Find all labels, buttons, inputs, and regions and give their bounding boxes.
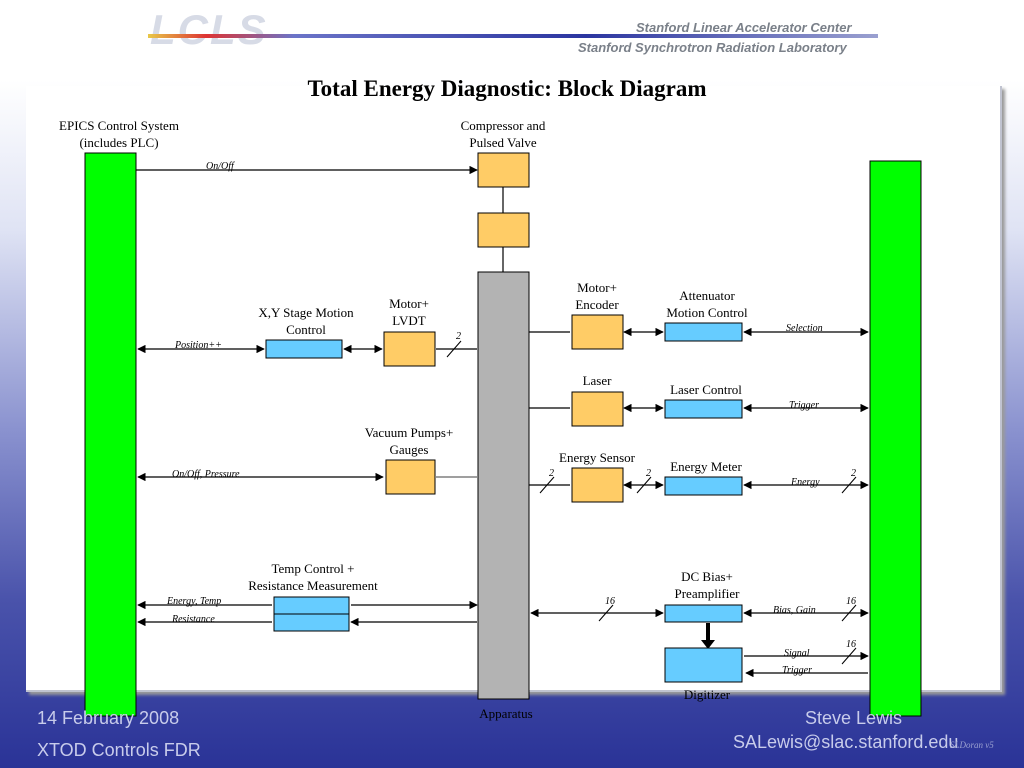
signal-signal: Signal xyxy=(784,648,810,659)
signal-position: Position++ xyxy=(174,340,222,351)
bus-slashes xyxy=(446,340,857,665)
apparatus-column xyxy=(477,271,530,700)
dc-bias-label-1: DC Bias+ xyxy=(681,569,733,584)
compressor-label-2: Pulsed Valve xyxy=(469,135,537,150)
dc-bias-label-2: Preamplifier xyxy=(675,586,741,601)
footer-date: 14 February 2008 xyxy=(37,708,180,728)
laser-control-label: Laser Control xyxy=(670,382,742,397)
bus-count-energy: 2 xyxy=(851,468,856,479)
laser-label: Laser xyxy=(583,373,613,388)
signal-bias-gain: Bias, Gain xyxy=(773,605,816,616)
page-title: Total Energy Diagnostic: Block Diagram xyxy=(307,76,707,101)
vacuum-label-2: Gauges xyxy=(390,442,429,457)
signal-selection: Selection xyxy=(786,323,823,334)
hardware-boxes xyxy=(383,152,624,503)
signal-on-off: On/Off xyxy=(206,161,235,172)
pulsed-valve-box xyxy=(477,212,530,248)
motor-encoder-label-2: Encoder xyxy=(575,297,619,312)
motor-lvdt-label-1: Motor+ xyxy=(389,296,429,311)
xy-stage-label-2: Control xyxy=(286,322,326,337)
xy-stage-label-1: X,Y Stage Motion xyxy=(258,305,354,320)
energy-meter-box xyxy=(664,476,743,496)
logo-swoosh xyxy=(148,34,878,38)
energy-sensor-label: Energy Sensor xyxy=(559,450,636,465)
preamp-digitizer-arrowhead xyxy=(701,640,715,649)
laser-box xyxy=(571,391,624,427)
signal-trigger2: Trigger xyxy=(782,665,812,676)
digitizer-label: Digitizer xyxy=(684,687,731,702)
footer-email: SALewis@slac.stanford.edu xyxy=(733,732,959,752)
temp-control-label-2: Resistance Measurement xyxy=(248,578,378,593)
header-bar: LCLS Stanford Linear Accelerator Center … xyxy=(0,0,1024,78)
bus-count-sensor: 2 xyxy=(549,468,554,479)
motor-encoder-label-1: Motor+ xyxy=(577,280,617,295)
vacuum-box xyxy=(385,459,436,495)
xy-stage-box xyxy=(265,339,343,359)
signal-resistance: Resistance xyxy=(171,614,215,625)
temp-control-box-2 xyxy=(273,613,350,632)
signal-on-off-pressure: On/Off, Pressure xyxy=(172,469,240,480)
signal-energy: Energy xyxy=(790,477,820,488)
institution-ssrl: Stanford Synchrotron Radiation Laborator… xyxy=(578,40,847,55)
digitizer-box xyxy=(664,647,743,683)
motor-lvdt-label-2: LVDT xyxy=(392,313,426,328)
signal-trigger: Trigger xyxy=(789,400,819,411)
controller-boxes xyxy=(265,322,743,683)
epics-control-bar xyxy=(84,152,137,717)
compressor-label-1: Compressor and xyxy=(461,118,546,133)
attenuator-box xyxy=(664,322,743,342)
footer-doc-ref: SLDoran v5 xyxy=(950,740,994,750)
instrument-control-bar xyxy=(869,160,922,717)
vacuum-label-1: Vacuum Pumps+ xyxy=(365,425,454,440)
energy-sensor-box xyxy=(571,467,624,503)
epics-label-1: EPICS Control System xyxy=(59,118,179,133)
apparatus-label: Apparatus xyxy=(479,706,532,721)
bus-count-signal: 16 xyxy=(846,639,856,650)
laser-control-box xyxy=(664,399,743,419)
footer-event: XTOD Controls FDR xyxy=(37,740,201,760)
compressor-box xyxy=(477,152,530,188)
epics-label-2: (includes PLC) xyxy=(79,135,158,150)
footer-author: Steve Lewis xyxy=(805,708,903,728)
lcls-logo: LCLS xyxy=(150,6,268,53)
bus-count-bias: 16 xyxy=(846,596,856,607)
connections xyxy=(136,165,869,678)
dc-bias-box xyxy=(664,604,743,623)
motor-lvdt-box xyxy=(383,331,436,367)
attenuator-label-1: Attenuator xyxy=(679,288,735,303)
motor-encoder-box xyxy=(571,314,624,350)
attenuator-label-2: Motion Control xyxy=(666,305,748,320)
bus-count-preamp: 16 xyxy=(605,596,615,607)
institution-slac: Stanford Linear Accelerator Center xyxy=(636,20,852,35)
signal-energy-temp: Energy, Temp xyxy=(166,596,221,607)
bus-count-meter: 2 xyxy=(646,468,651,479)
temp-control-box-1 xyxy=(273,596,350,615)
bus-count-lvdt: 2 xyxy=(456,331,461,342)
energy-meter-label: Energy Meter xyxy=(670,459,742,474)
temp-control-label-1: Temp Control + xyxy=(272,561,355,576)
